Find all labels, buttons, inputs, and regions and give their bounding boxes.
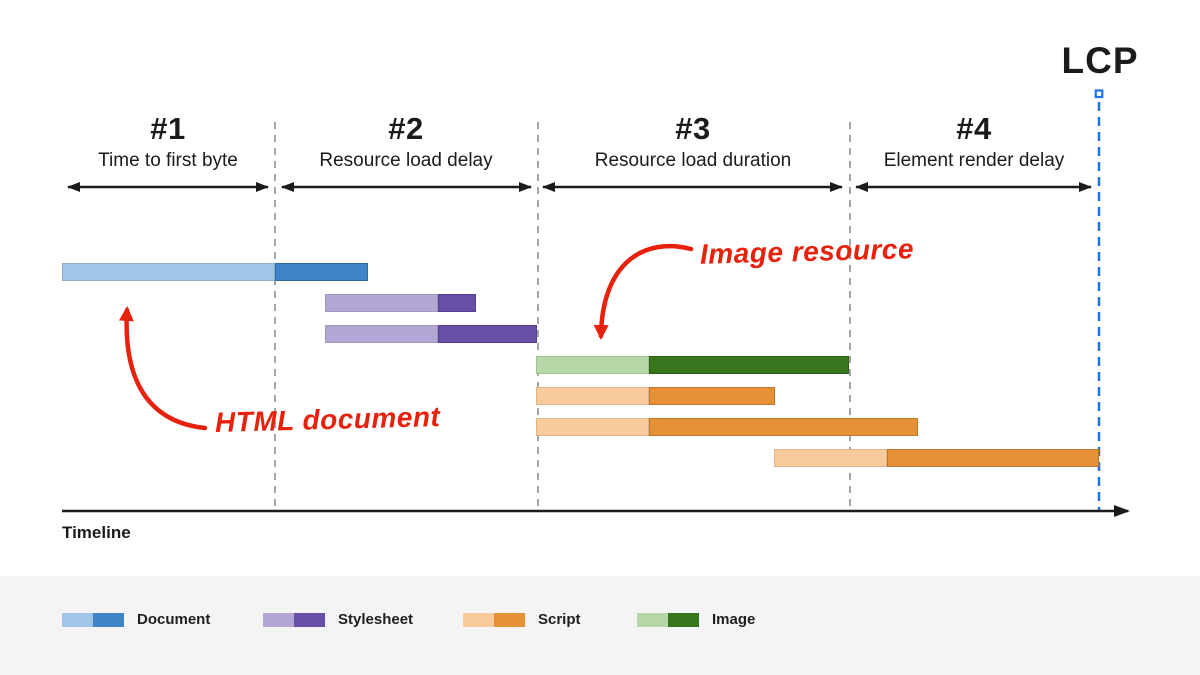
bar-script	[774, 449, 1099, 467]
lcp-marker-handle-icon	[1094, 89, 1104, 99]
legend-label-document: Document	[137, 611, 211, 628]
phase-3-number: #3	[675, 111, 711, 146]
phase-3-header: #3 Resource load duration	[543, 112, 843, 172]
stylesheet-swatch-icon	[263, 612, 325, 627]
html-document-annotation: HTML document	[214, 401, 441, 438]
document-swatch-icon	[62, 612, 124, 627]
legend-label-image: Image	[712, 611, 756, 628]
phase-4-label: Element render delay	[883, 150, 1065, 171]
bar-script	[535, 387, 776, 405]
legend-item-stylesheet: Stylesheet	[263, 611, 413, 628]
legend-label-script: Script	[538, 611, 581, 628]
timeline-axis-label: Timeline	[62, 523, 131, 542]
bar-image	[535, 356, 850, 374]
phase-3-label: Resource load duration	[594, 150, 792, 171]
lcp-title: LCP	[1061, 40, 1139, 81]
phase-2-header: #2 Resource load delay	[256, 112, 556, 172]
html-document-arrow-icon	[118, 306, 208, 431]
bar-document	[62, 263, 368, 281]
image-swatch-icon	[637, 612, 699, 627]
phase-4-header: #4 Element render delay	[824, 112, 1124, 172]
legend-item-document: Document	[62, 611, 210, 628]
phase-2-number: #2	[388, 111, 424, 146]
bar-stylesheet	[325, 294, 476, 312]
phase-1-header: #1 Time to first byte	[18, 112, 318, 172]
phase-4-number: #4	[956, 111, 992, 146]
bar-script	[535, 418, 918, 436]
bar-stylesheet	[325, 325, 537, 343]
phase-1-number: #1	[150, 111, 186, 146]
image-resource-annotation: Image resource	[699, 233, 915, 270]
legend-item-script: Script	[463, 611, 581, 628]
legend-band	[0, 576, 1200, 675]
script-swatch-icon	[463, 612, 525, 627]
image-resource-arrow-icon	[593, 243, 694, 340]
phase-2-label: Resource load delay	[319, 150, 493, 171]
legend-label-stylesheet: Stylesheet	[338, 611, 414, 628]
phase-1-label: Time to first byte	[98, 150, 238, 171]
legend-item-image: Image	[637, 611, 755, 628]
